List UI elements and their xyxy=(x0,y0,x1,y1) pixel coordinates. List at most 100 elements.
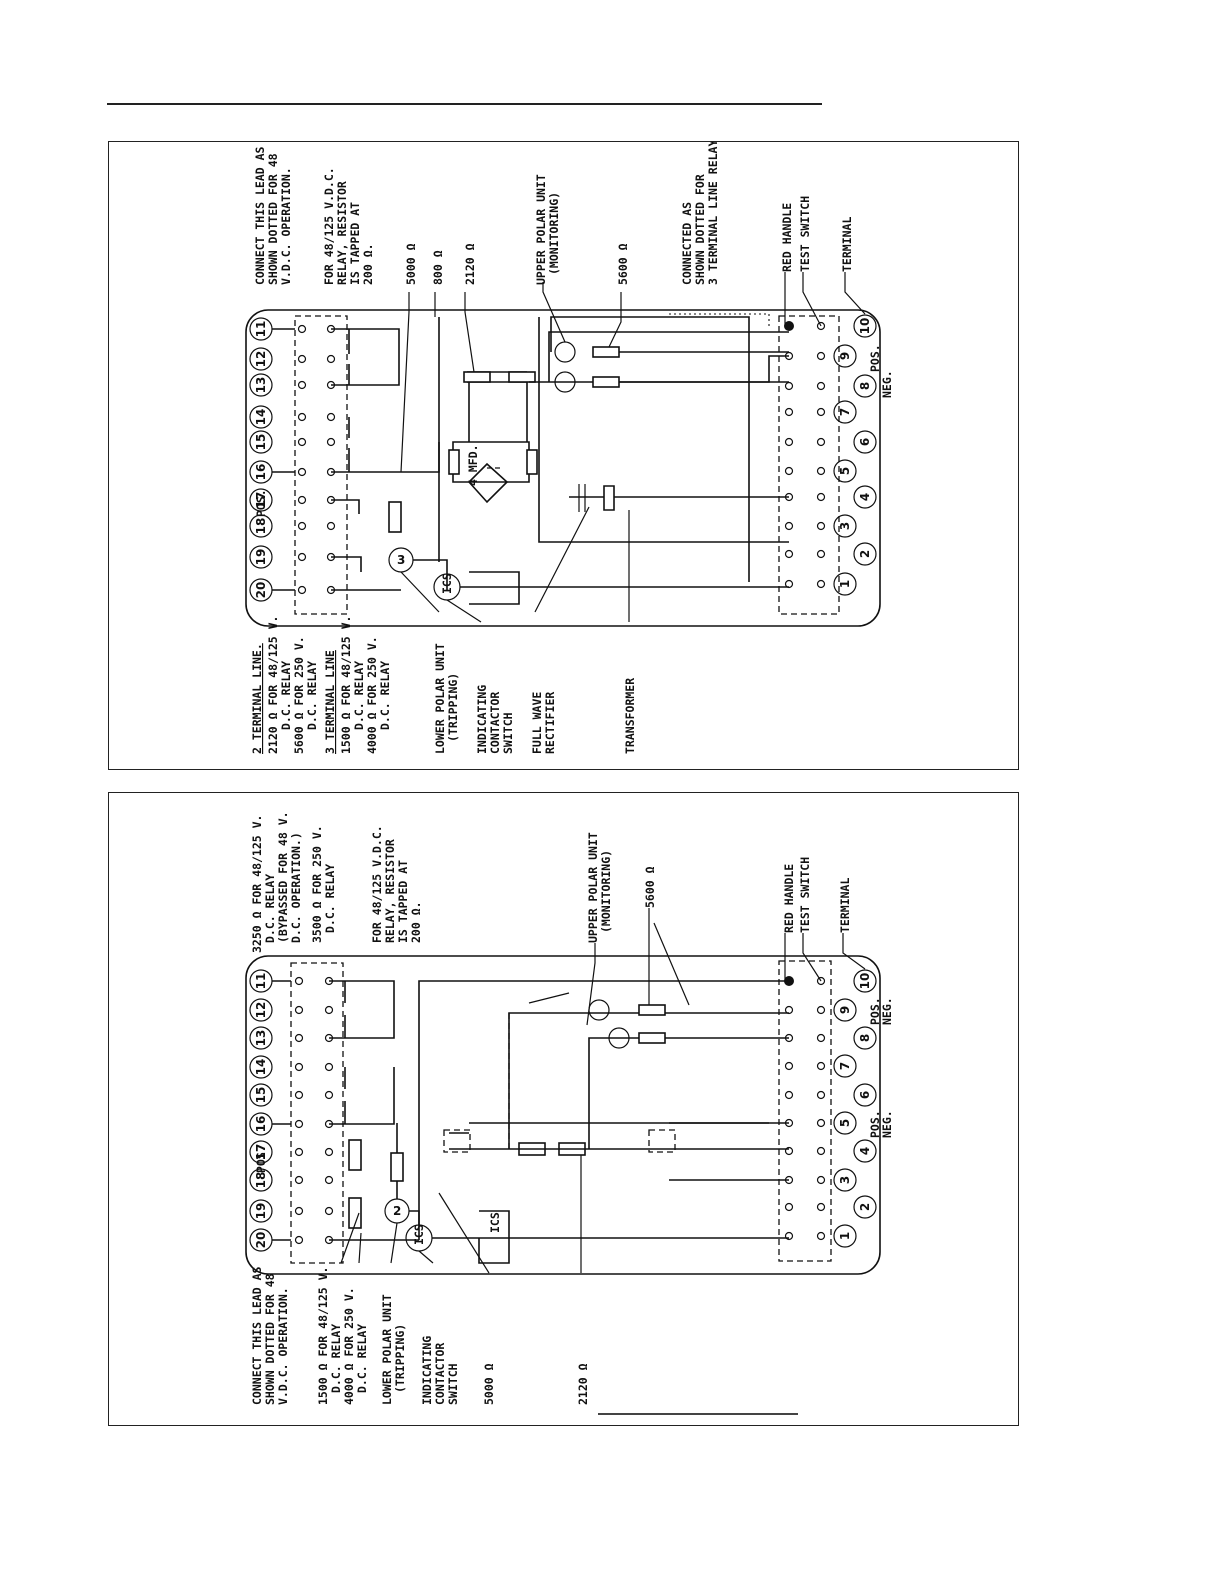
relay-case-outline xyxy=(245,955,881,1275)
terminal-5: 5 xyxy=(838,1119,852,1127)
terminal-14: 14 xyxy=(254,1059,268,1076)
upper-polar-unit-symbol-2 xyxy=(608,1027,630,1049)
upper-polar-label: UPPER POLAR UNIT xyxy=(586,832,600,943)
terminal-8: 8 xyxy=(858,1034,872,1042)
terminal-19: 19 xyxy=(254,1203,268,1220)
terminal-10: 10 xyxy=(858,973,872,990)
header-rule xyxy=(107,103,822,105)
terminal-6: 6 xyxy=(858,438,872,446)
ics-label: ICS xyxy=(440,573,454,594)
r3250-note-2: D.C. RELAY xyxy=(263,874,277,943)
r3250-note-3: (BYPASSED FOR 48 V. xyxy=(276,811,290,943)
connect-note-3: V.D.C. OPERATION. xyxy=(276,1287,290,1405)
terminal-11: 11 xyxy=(254,321,268,338)
pos-label-top: POS. xyxy=(254,489,268,517)
note-5600-ohm: 5600 Ω FOR 250 V. xyxy=(292,636,306,754)
note-4000-dc: D.C. RELAY xyxy=(378,661,392,730)
terminal-7: 7 xyxy=(838,408,852,416)
ics-label-short: ICS xyxy=(412,1224,426,1245)
resistor-note-1: FOR 48/125 V.D.C. xyxy=(370,825,384,943)
red-handle-label: RED HANDLE xyxy=(780,203,794,272)
label-5000-ohm: 5000 Ω xyxy=(404,243,418,285)
terminal-17: 17 xyxy=(254,1144,268,1161)
terminal-9: 9 xyxy=(838,1006,852,1014)
label-2120-ohm: 2120 Ω xyxy=(576,1363,590,1405)
note-1500-ohm: 1500 Ω FOR 48/125 V. xyxy=(316,1267,330,1405)
terminal-10: 10 xyxy=(858,318,872,335)
resistor-note-2: RELAY, RESISTOR xyxy=(383,839,397,943)
resistor-note-1: FOR 48/125 V.D.C. xyxy=(322,167,336,285)
note-5600-dc: D.C. RELAY xyxy=(305,661,319,730)
bottom-terminal-row: 1 2 3 4 5 6 7 8 9 10 xyxy=(833,969,877,1248)
r3500-note-1: 3500 Ω FOR 250 V. xyxy=(310,825,324,943)
transformer-label: TRANSFORMER xyxy=(623,678,637,754)
wiring-diagram-top-svg: 20 19 18 17 16 15 14 13 12 11 POS. 1 2 3… xyxy=(245,142,894,754)
note-4000-dc: D.C. RELAY xyxy=(355,1324,369,1393)
top-terminal-row: 20 19 18 17 16 15 14 13 12 11 xyxy=(249,969,273,1252)
note-4000-ohm: 4000 Ω FOR 250 V. xyxy=(365,636,379,754)
connect-note-2: SHOWN DOTTED FOR 48 xyxy=(263,1273,277,1405)
left-notes-bottom: CONNECT THIS LEAD AS SHOWN DOTTED FOR 48… xyxy=(250,1266,590,1405)
note-1500-ohm: 1500 Ω FOR 48/125 V. xyxy=(339,616,353,754)
neg-label-5: NEG. xyxy=(880,1110,894,1138)
upper-contact-block xyxy=(294,315,348,615)
terminal-1: 1 xyxy=(838,580,852,588)
lower-tap-resistor xyxy=(388,501,402,533)
r3250-note-4: D.C. OPERATION.) xyxy=(289,832,303,943)
note-2-terminal-line: 2 TERMINAL LINE. xyxy=(250,643,264,754)
capacitor-4mfd-label: 4 MFD. xyxy=(466,444,480,486)
terminal-19: 19 xyxy=(254,549,268,566)
pos-label-5: POS. xyxy=(868,1110,882,1138)
note-3-terminal-line: 3 TERMINAL LINE xyxy=(323,650,337,754)
ics-label-2: CONTACTOR xyxy=(488,692,502,754)
connect-note-1: CONNECT THIS LEAD AS xyxy=(253,146,267,285)
terminal-1: 1 xyxy=(838,1232,852,1240)
top-terminal-row: 20 19 18 17 16 15 14 13 12 11 xyxy=(249,317,273,602)
terminal-13: 13 xyxy=(254,377,268,394)
leader-lines-top xyxy=(400,272,866,623)
connected-note-3: 3 TERMINAL LINE RELAY xyxy=(706,142,720,285)
pos-label-bottom: POS. xyxy=(868,344,882,372)
note-4000-ohm: 4000 Ω FOR 250 V. xyxy=(342,1287,356,1405)
test-switch-block xyxy=(778,315,840,615)
terminal-3: 3 xyxy=(838,522,852,530)
label-800-ohm: 800 Ω xyxy=(431,250,445,285)
terminal-11: 11 xyxy=(254,973,268,990)
terminal-5: 5 xyxy=(838,467,852,475)
terminal-9: 9 xyxy=(838,352,852,360)
ics-label-3: SWITCH xyxy=(446,1363,460,1405)
note-1500-dc: D.C. RELAY xyxy=(329,1324,343,1393)
terminal-8: 8 xyxy=(858,382,872,390)
terminal-15: 15 xyxy=(254,1087,268,1104)
resistor-note-3: IS TAPPED AT xyxy=(348,202,362,285)
test-switch-label: TEST SWITCH xyxy=(798,196,812,272)
rectifier-label-2: RECTIFIER xyxy=(543,692,557,754)
lower-polar-unit-number: 2 xyxy=(393,1204,401,1218)
pos-label-9: POS. xyxy=(868,997,882,1025)
connect-note-1: CONNECT THIS LEAD AS xyxy=(250,1266,264,1405)
upper-polar-monitoring: (MONITORING) xyxy=(599,850,613,933)
lower-polar-unit-number: 3 xyxy=(397,553,405,567)
terminal-13: 13 xyxy=(254,1030,268,1047)
label-2120-ohm: 2120 Ω xyxy=(463,243,477,285)
note-2120-ohm: 2120 Ω FOR 48/125 V. xyxy=(266,616,280,754)
r3250-note-1: 3250 Ω FOR 48/125 V. xyxy=(250,815,264,953)
terminal-16: 16 xyxy=(254,464,268,481)
contact-studs xyxy=(294,976,826,1245)
terminal-7: 7 xyxy=(838,1062,852,1070)
label-5000-ohm: 5000 Ω xyxy=(482,1363,496,1405)
right-labels-bottom: 3250 Ω FOR 48/125 V. D.C. RELAY (BYPASSE… xyxy=(250,811,852,953)
contact-studs xyxy=(297,321,826,595)
note-1500-dc: D.C. RELAY xyxy=(352,661,366,730)
test-switch-label: TEST SWITCH xyxy=(798,857,812,933)
terminal-label: TERMINAL xyxy=(838,878,852,933)
pos-label-top: POS. xyxy=(254,1145,268,1173)
resistor-note-2: RELAY, RESISTOR xyxy=(335,181,349,285)
terminal-2: 2 xyxy=(858,550,872,558)
internal-wiring: 2 ICS ICS xyxy=(272,980,789,1264)
terminal-2: 2 xyxy=(858,1203,872,1211)
resistor-note-3: IS TAPPED AT xyxy=(396,860,410,943)
upper-contact-block xyxy=(290,962,344,1264)
right-labels-top: CONNECT THIS LEAD AS SHOWN DOTTED FOR 48… xyxy=(253,142,854,285)
red-handle-label: RED HANDLE xyxy=(782,864,796,933)
